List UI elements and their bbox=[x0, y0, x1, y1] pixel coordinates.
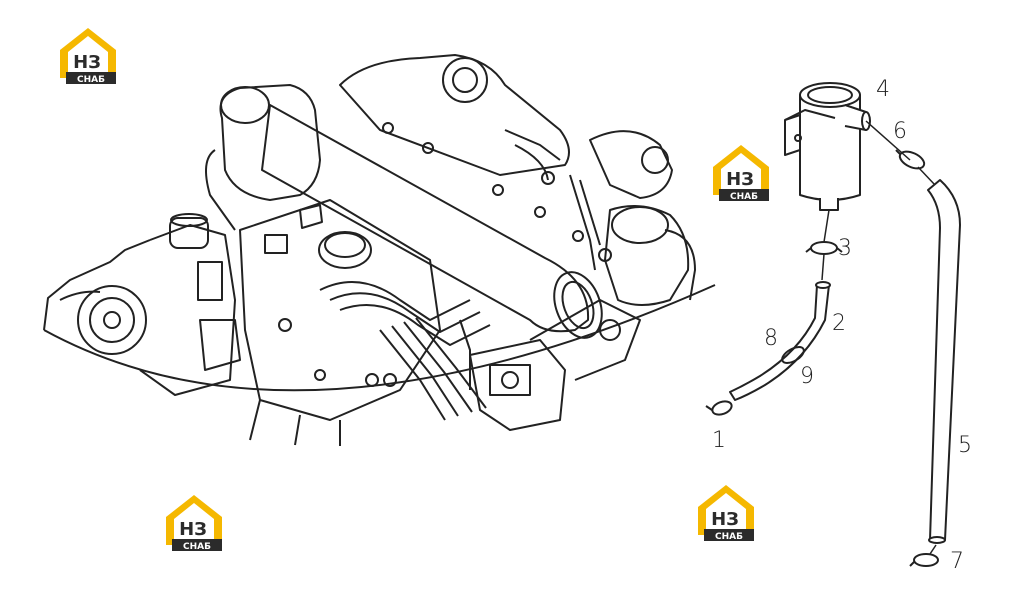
callout-7: 7 bbox=[950, 549, 964, 574]
logo-caption: СНАБ bbox=[77, 75, 105, 85]
clamp-part-3 bbox=[805, 241, 843, 255]
engine-drawing bbox=[43, 54, 716, 446]
clamp-part-1 bbox=[705, 400, 733, 416]
logo-caption: СНАБ bbox=[715, 532, 743, 542]
breather-assembly bbox=[705, 82, 961, 567]
callout-4: 4 bbox=[876, 77, 890, 102]
callout-5: 5 bbox=[958, 433, 972, 458]
callout-8: 8 bbox=[764, 326, 778, 351]
clamp-part-9 bbox=[781, 346, 805, 364]
brand-logo-center: НЗ СНАБ bbox=[713, 145, 769, 202]
callout-9: 9 bbox=[800, 364, 814, 389]
brand-logo-bottom-center: НЗ СНАБ bbox=[698, 485, 754, 542]
long-hose bbox=[927, 179, 961, 544]
breather-canister bbox=[784, 82, 871, 211]
logo-caption: СНАБ bbox=[183, 542, 211, 552]
clamp-part-7 bbox=[909, 553, 939, 567]
logo-letters: НЗ bbox=[726, 169, 754, 190]
logo-letters: НЗ bbox=[73, 52, 101, 73]
brand-logo-top-left: НЗ СНАБ bbox=[60, 28, 116, 85]
callouts: 1 2 3 4 5 6 7 8 9 bbox=[712, 77, 972, 574]
logo-letters: НЗ bbox=[711, 509, 739, 530]
logo-letters: НЗ bbox=[179, 519, 207, 540]
logo-caption: СНАБ bbox=[730, 192, 758, 202]
clamp-part-6 bbox=[895, 149, 926, 170]
callout-2: 2 bbox=[832, 311, 846, 336]
callout-3: 3 bbox=[838, 236, 852, 261]
short-hose bbox=[729, 281, 831, 401]
callout-6: 6 bbox=[893, 119, 907, 144]
brand-logo-bottom-left: НЗ СНАБ bbox=[166, 495, 222, 552]
callout-1: 1 bbox=[712, 428, 726, 453]
